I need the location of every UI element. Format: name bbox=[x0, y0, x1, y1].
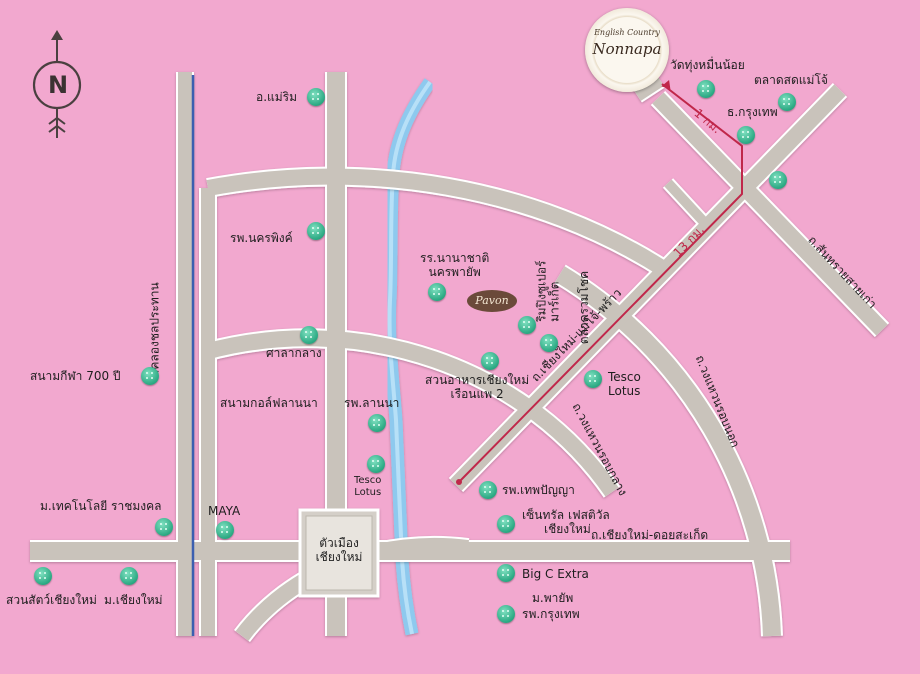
place-lanna-hospital: รพ.ลานนา bbox=[344, 396, 400, 410]
place-mae-jo-market: ตลาดสดแม่โจ้ bbox=[754, 73, 828, 87]
pin-icon[interactable] bbox=[481, 352, 499, 370]
pin-icon[interactable] bbox=[300, 326, 318, 344]
restaurant-badge[interactable]: Pavon bbox=[467, 290, 517, 312]
pin-icon[interactable] bbox=[368, 414, 386, 432]
place-zoo: สวนสัตว์เชียงใหม่ bbox=[6, 593, 97, 607]
place-rimping: ริมปิงซูเปอร์มาร์เก็ต bbox=[534, 260, 562, 322]
pin-icon[interactable] bbox=[479, 481, 497, 499]
place-nawamin-school: รร.นานาชาตินครพายัพ bbox=[420, 251, 490, 279]
pin-icon[interactable] bbox=[34, 567, 52, 585]
place-wat-thung: วัดทุ่งหมื่นน้อย bbox=[670, 58, 745, 72]
place-raft-restaurant: สวนอาหารเชียงใหม่เรือนแพ 2 bbox=[425, 373, 530, 401]
pin-icon[interactable] bbox=[120, 567, 138, 585]
brand-line2: Nonnapa bbox=[592, 40, 662, 58]
pin-icon[interactable] bbox=[155, 518, 173, 536]
place-bigc: Big C Extra bbox=[522, 567, 589, 581]
place-stadium: สนามกีฬา 700 ปี bbox=[30, 369, 121, 383]
pin-icon[interactable] bbox=[697, 80, 715, 98]
pin-icon[interactable] bbox=[769, 171, 787, 189]
compass-letter: N bbox=[48, 71, 69, 99]
road-outer-ring bbox=[555, 266, 781, 637]
pin-icon[interactable] bbox=[518, 316, 536, 334]
pin-icon[interactable] bbox=[497, 564, 515, 582]
place-bangkok-bank: ธ.กรุงเทพ bbox=[727, 105, 778, 119]
place-rmutl: ม.เทคโนโลยี ราชมงคล bbox=[40, 499, 162, 513]
pin-icon[interactable] bbox=[778, 93, 796, 111]
pin-icon[interactable] bbox=[497, 605, 515, 623]
brand-logo-icon[interactable]: English Country Nonnapa bbox=[585, 8, 669, 92]
road-middle-arc bbox=[202, 330, 619, 497]
city-center-label: ตัวเมือง เชียงใหม่ bbox=[315, 536, 363, 565]
place-central-festival: เซ็นทรัล เฟสติวัลเชียงใหม่ bbox=[522, 508, 610, 536]
place-sala-klang: ศาลากลาง bbox=[266, 346, 322, 360]
pin-icon[interactable] bbox=[307, 88, 325, 106]
road-san-sai bbox=[652, 92, 888, 336]
pin-icon[interactable] bbox=[737, 126, 755, 144]
pin-icon[interactable] bbox=[428, 283, 446, 301]
road-label-canal: ถ.คลองชลประทาน bbox=[147, 282, 162, 381]
pin-icon[interactable] bbox=[584, 370, 602, 388]
place-payap-university: ม.พายัพ bbox=[532, 591, 574, 605]
place-bangkok-hospital: รพ.กรุงเทพ bbox=[522, 607, 580, 621]
place-cmu: ม.เชียงใหม่ bbox=[104, 593, 163, 607]
pin-icon[interactable] bbox=[540, 334, 558, 352]
place-nakornping-hospital: รพ.นครพิงค์ bbox=[230, 231, 293, 245]
pin-icon[interactable] bbox=[367, 455, 385, 473]
place-lanna-golf: สนามกอล์ฟลานนา bbox=[220, 396, 318, 410]
place-maya: MAYA bbox=[208, 504, 241, 518]
compass-icon bbox=[32, 30, 82, 138]
road-outer-arc bbox=[206, 168, 667, 275]
place-ruamchok: ตลาดรวมโชค bbox=[577, 270, 592, 345]
pin-icon[interactable] bbox=[216, 521, 234, 539]
pin-icon[interactable] bbox=[497, 515, 515, 533]
pin-icon[interactable] bbox=[141, 367, 159, 385]
route-line bbox=[456, 79, 743, 485]
pin-icon[interactable] bbox=[307, 222, 325, 240]
brand-line1: English Country bbox=[594, 28, 660, 37]
place-thepanya-hospital: รพ.เทพปัญญา bbox=[502, 483, 575, 497]
road-label-doi-saket: ถ.เชียงใหม่-ดอยสะเก็ด bbox=[591, 528, 709, 542]
place-mae-rim: อ.แม่ริม bbox=[256, 90, 298, 104]
